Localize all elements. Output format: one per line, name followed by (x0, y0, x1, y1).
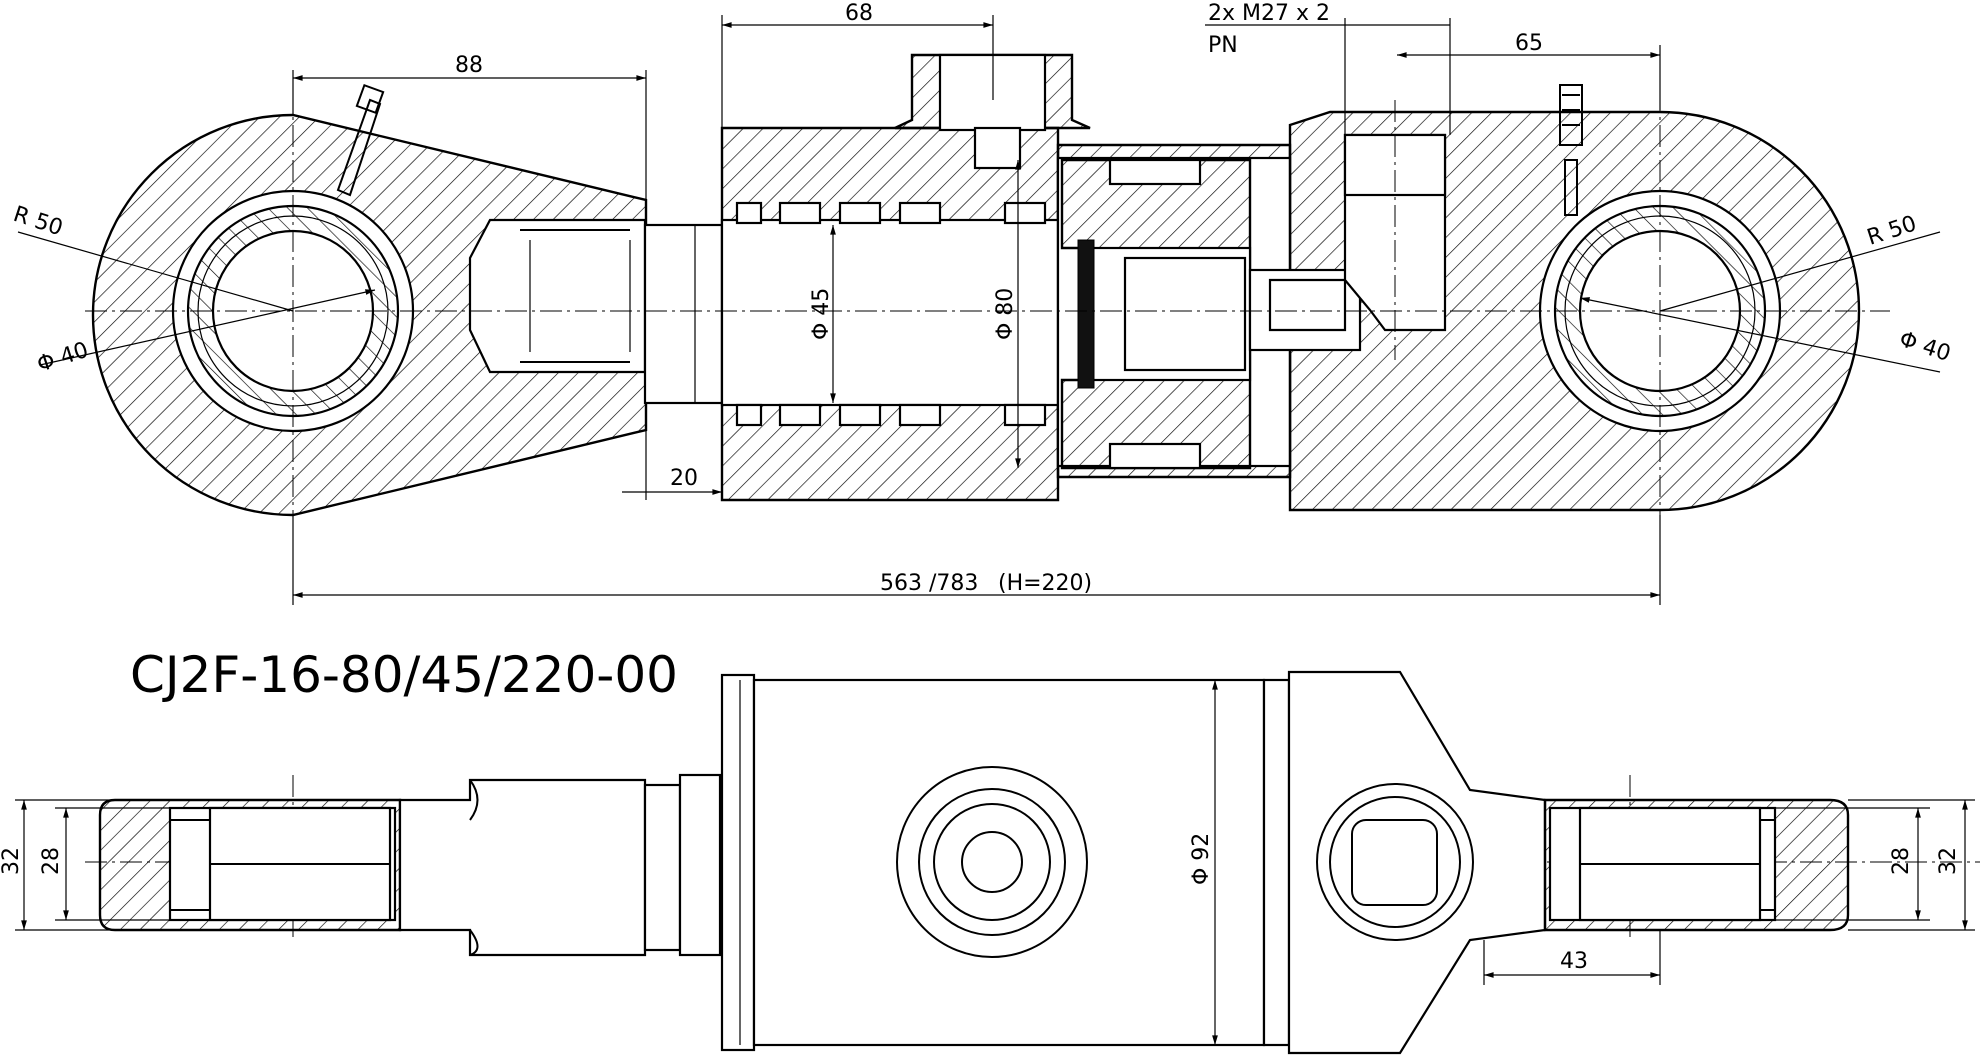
dim-68: 68 (845, 1, 873, 26)
stroke-label: (H=220) (998, 571, 1092, 596)
rod-diameter-label: Φ 45 (809, 288, 834, 340)
rear-port-topview (1316, 783, 1474, 941)
gland-seals (735, 201, 1047, 427)
left-radius-label: R 50 (10, 202, 66, 241)
tube-diameter-label: Φ 92 (1189, 833, 1214, 885)
cylinder-tube-topview (720, 673, 756, 1052)
dim-20: 20 (670, 466, 698, 491)
top-view: Φ 92 32 28 28 32 43 (0, 670, 1980, 1055)
port-thread-label: 2x M27 x 2 (1208, 1, 1330, 26)
grease-nipple-right (1559, 84, 1583, 216)
port-pn-label: PN (1208, 33, 1238, 58)
right-eye-width-32: 32 (1936, 847, 1961, 875)
right-bore-label: Φ 40 (1896, 327, 1953, 367)
section-view: Φ 45 Φ 80 R 50 Φ 40 R 50 Φ 40 88 68 2x M… (10, 1, 1954, 605)
right-radius-label: R 50 (1864, 211, 1920, 250)
left-eye-width-28: 28 (39, 847, 64, 875)
part-number: CJ2F-16-80/45/220-00 (130, 646, 678, 704)
grease-nipple-left (336, 83, 385, 197)
dim-65: 65 (1515, 31, 1543, 56)
right-eye-width-28: 28 (1889, 847, 1914, 875)
dim-88: 88 (455, 53, 483, 78)
dim-43: 43 (1560, 949, 1588, 974)
overall-length-label: 563 /783 (880, 571, 978, 596)
piston-diameter-label: Φ 80 (993, 288, 1018, 340)
left-eye-width-32: 32 (0, 847, 24, 875)
left-bore-label: Φ 40 (34, 338, 91, 378)
front-port-topview (896, 766, 1088, 958)
